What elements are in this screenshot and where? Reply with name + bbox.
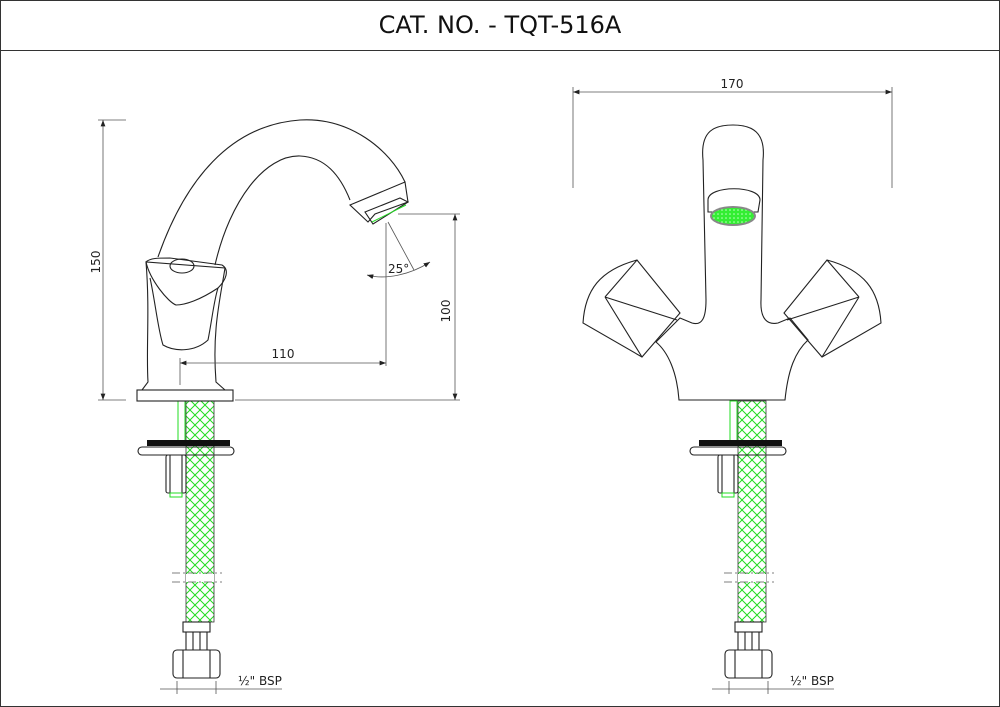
dim-angle-25: 25° xyxy=(388,262,409,276)
front-view: 170 ½" BSP xyxy=(572,77,893,695)
base-plate xyxy=(136,389,234,402)
front-body xyxy=(655,124,809,401)
faucet-body xyxy=(141,261,226,391)
catalog-number-title: CAT. NO. - TQT-516A xyxy=(378,11,622,39)
front-connection-label: ½" BSP xyxy=(790,674,834,688)
side-connection-label: ½" BSP xyxy=(238,674,282,688)
title-block: CAT. NO. - TQT-516A xyxy=(0,0,1000,51)
dim-reach-110: 110 xyxy=(272,347,295,361)
lever-cap xyxy=(169,258,195,274)
aerator-mesh xyxy=(712,208,754,224)
dim-spout-height-100: 100 xyxy=(439,300,453,323)
supply-hose-assembly xyxy=(137,400,283,695)
aerator xyxy=(364,197,410,225)
supply-hose-assembly-front xyxy=(689,400,835,695)
lever-handle xyxy=(145,257,227,306)
spout-inner xyxy=(214,155,351,266)
dim-height-150: 150 xyxy=(89,251,103,274)
dim-width-170: 170 xyxy=(721,77,744,91)
side-view: 150 100 110 25° ½" BSP xyxy=(89,119,460,695)
right-handle xyxy=(783,259,882,358)
spout-outer xyxy=(157,119,406,258)
left-handle xyxy=(582,259,681,358)
